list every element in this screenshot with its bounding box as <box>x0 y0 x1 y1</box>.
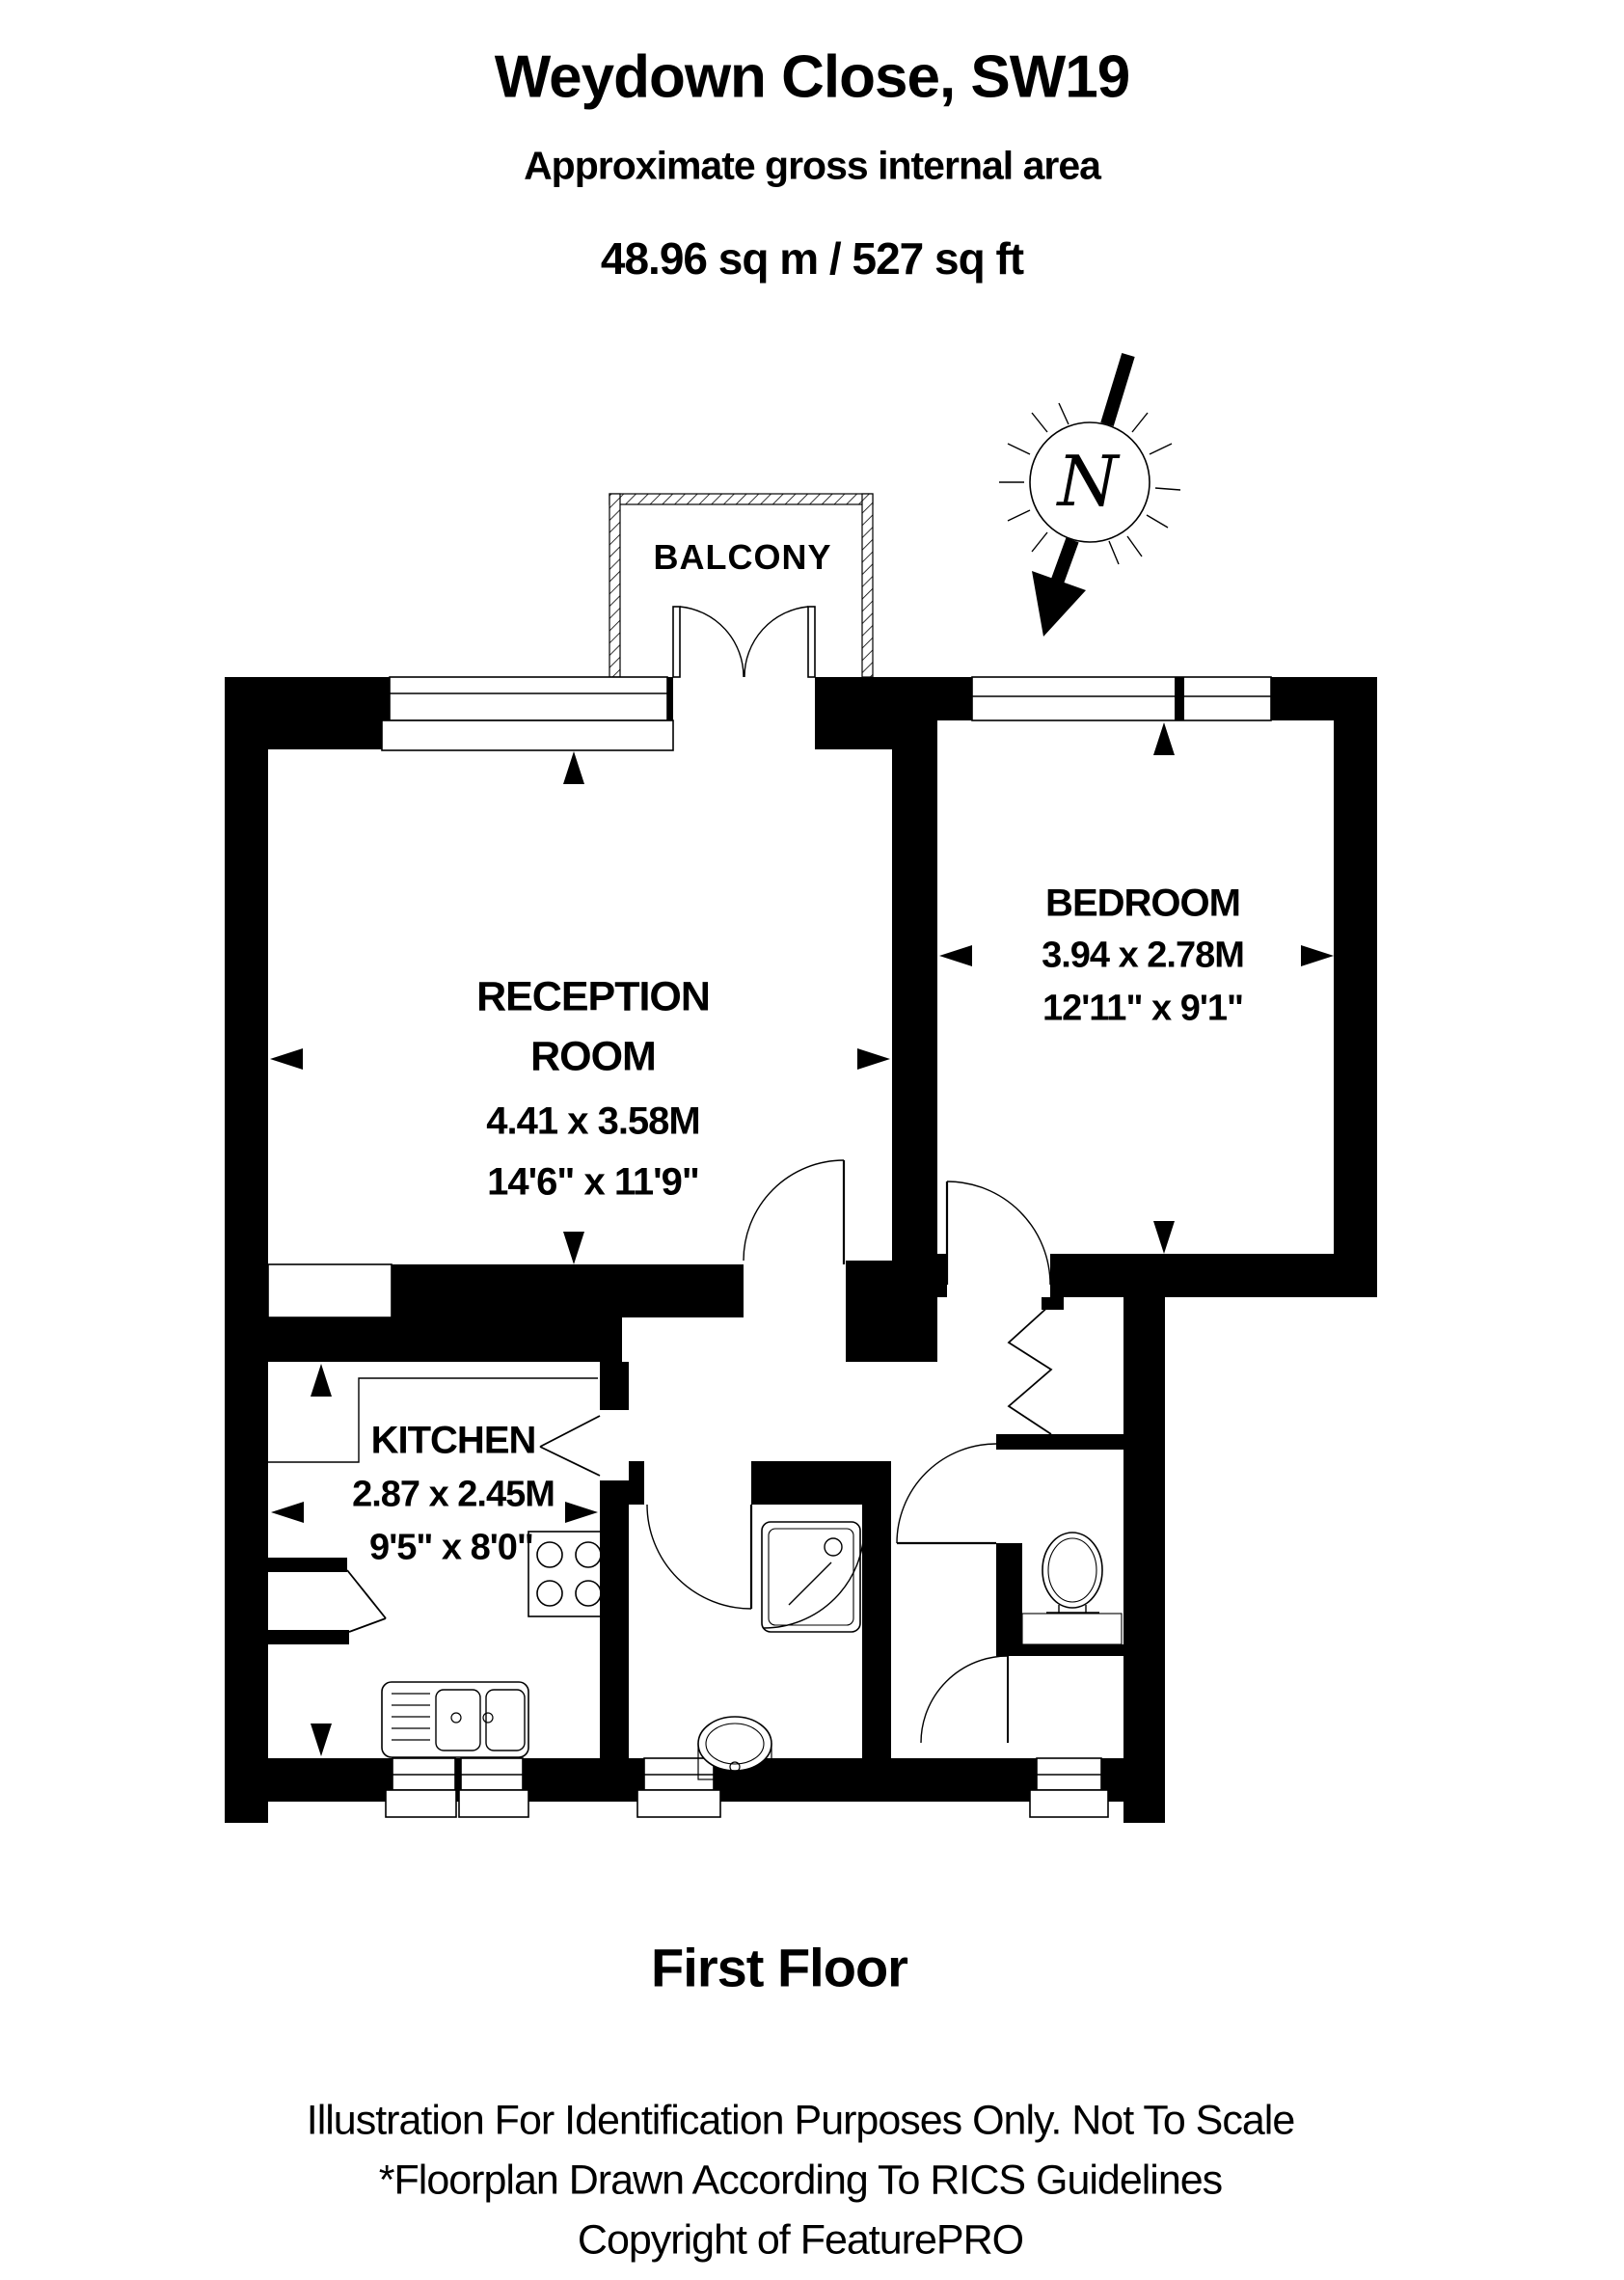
kitchen-dim-imperial: 9'5" x 8'0" <box>369 1527 534 1568</box>
bedroom-dim-imperial: 12'11" x 9'1" <box>1042 988 1244 1029</box>
serving-hatch <box>267 1263 392 1318</box>
bedroom-label: BEDROOM <box>1045 882 1241 925</box>
compass: N <box>999 352 1181 637</box>
footer-copyright: Copyright of FeaturePRO <box>577 2216 1024 2264</box>
kitchen-label: KITCHEN <box>370 1419 537 1462</box>
wc-door <box>896 1443 997 1545</box>
page-title: Weydown Close, SW19 <box>494 43 1131 111</box>
fixtures <box>268 1377 1123 1780</box>
kitchen-sink <box>381 1681 529 1758</box>
reception-label-line1: RECEPTION <box>476 973 711 1020</box>
kitchen-window-2 <box>458 1757 529 1818</box>
footer-disclaimer-2: *Floorplan Drawn According To RICS Guide… <box>378 2157 1223 2204</box>
wc-window <box>1029 1757 1109 1818</box>
reception-window <box>381 676 674 751</box>
bathroom-window <box>636 1757 721 1818</box>
bedroom-window <box>971 676 1272 721</box>
dimension-arrows <box>270 722 1334 1756</box>
kitchen-cupboard <box>268 1558 387 1644</box>
bedroom-dim-metric: 3.94 x 2.78M <box>1042 935 1245 976</box>
balcony-walls <box>609 493 874 678</box>
hob <box>528 1531 610 1617</box>
compass-n: N <box>1056 441 1122 522</box>
footer-disclaimer-1: Illustration For Identification Purposes… <box>306 2097 1295 2144</box>
windows <box>267 676 1272 1818</box>
wall-openings <box>600 677 1050 1543</box>
bedroom-door <box>945 1181 1051 1286</box>
toilet <box>1021 1532 1123 1645</box>
walls <box>225 677 1377 1823</box>
hall-cupboard-door <box>920 1655 1009 1744</box>
page-subtitle: Approximate gross internal area <box>524 143 1101 188</box>
balcony-french-doors <box>672 606 816 678</box>
kitchen-dim-metric: 2.87 x 2.45M <box>352 1474 555 1515</box>
kitchen-counter <box>268 1377 598 1463</box>
north-arrow <box>1032 352 1135 637</box>
reception-dim-imperial: 14'6" x 11'9" <box>487 1160 700 1204</box>
gross-area: 48.96 sq m / 527 sq ft <box>600 233 1024 284</box>
kitchen-window-1 <box>385 1757 457 1818</box>
reception-label-line2: ROOM <box>530 1033 657 1080</box>
balcony-label: BALCONY <box>653 537 832 577</box>
reception-dim-metric: 4.41 x 3.58M <box>486 1099 700 1143</box>
compass-rays <box>999 402 1181 565</box>
kitchen-door <box>539 1415 601 1477</box>
floor-label: First Floor <box>651 1937 908 1998</box>
compass-circle <box>1029 421 1150 543</box>
washbasin <box>697 1716 772 1780</box>
shower <box>761 1521 865 1633</box>
doors <box>268 606 1053 1744</box>
bifold-door <box>1007 1304 1053 1435</box>
bathroom-door <box>646 1504 753 1610</box>
reception-door <box>743 1159 846 1264</box>
